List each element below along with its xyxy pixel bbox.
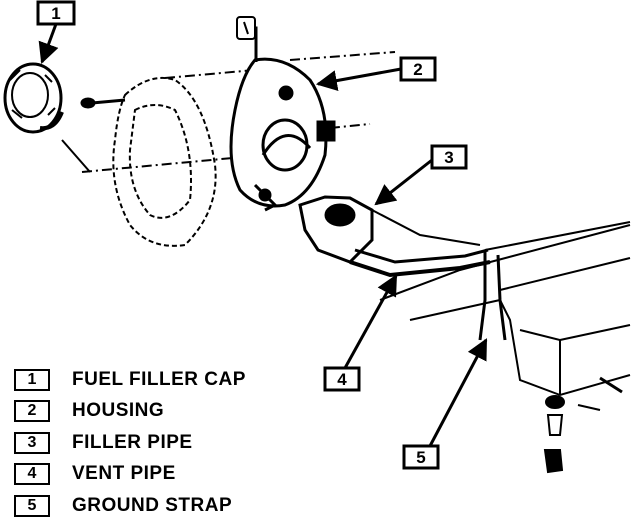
- legend-label: GROUND STRAP: [72, 494, 233, 516]
- legend-number: 3: [14, 431, 50, 454]
- legend-row: 4 VENT PIPE: [14, 459, 314, 491]
- legend-row: 5 GROUND STRAP: [14, 490, 314, 522]
- screw-icon: [80, 97, 126, 109]
- callout-2: 2: [315, 56, 437, 91]
- svg-text:2: 2: [413, 60, 422, 79]
- svg-text:4: 4: [337, 370, 347, 389]
- callout-4: 4: [323, 274, 398, 392]
- callout-3: 3: [374, 144, 468, 206]
- legend-row: 3 FILLER PIPE: [14, 427, 314, 459]
- legend-number: 1: [14, 368, 50, 391]
- legend-label: FUEL FILLER CAP: [72, 368, 246, 390]
- housing-illustration: [229, 26, 336, 212]
- legend-label: VENT PIPE: [72, 463, 176, 485]
- door-pocket-illustration: [112, 76, 217, 247]
- callout-1: 1: [36, 0, 76, 64]
- fuel-filler-cap-illustration: [3, 62, 91, 173]
- alignment-lines: [81, 51, 396, 173]
- legend-label: HOUSING: [72, 400, 165, 422]
- legend-row: 1 FUEL FILLER CAP: [14, 364, 314, 396]
- legend-number: 2: [14, 400, 50, 423]
- legend-number: 4: [14, 463, 50, 486]
- svg-text:5: 5: [416, 448, 425, 467]
- legend-label: FILLER PIPE: [72, 431, 193, 453]
- legend: 1 FUEL FILLER CAP 2 HOUSING 3 FILLER PIP…: [14, 364, 314, 522]
- filler-pipe-illustration: [298, 195, 491, 278]
- housing-screw-icon: [236, 16, 256, 40]
- legend-number: 5: [14, 494, 50, 517]
- svg-text:3: 3: [444, 148, 453, 167]
- callout-5: 5: [402, 338, 488, 470]
- ground-strap-hardware: [543, 395, 601, 474]
- legend-row: 2 HOUSING: [14, 396, 314, 428]
- svg-text:1: 1: [51, 4, 60, 23]
- fuel-tank-illustration: [379, 221, 631, 397]
